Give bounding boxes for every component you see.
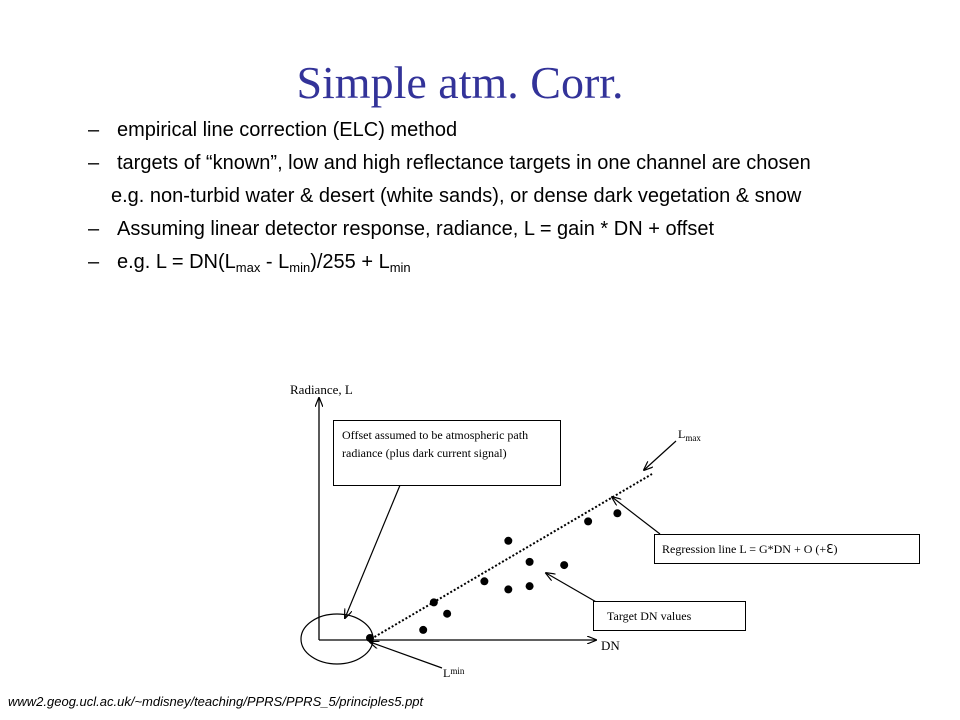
bullet-list: – empirical line correction (ELC) method…	[88, 118, 908, 283]
source-url: www2.geog.ucl.ac.uk/~mdisney/teaching/PP…	[8, 694, 424, 709]
target-point	[480, 577, 489, 586]
target-point	[429, 598, 438, 607]
lmin-pointer-arrow	[370, 642, 443, 669]
offset-pointer-arrow	[345, 477, 404, 618]
target-pointer-arrow	[546, 573, 599, 604]
bullet-dash: –	[88, 218, 100, 240]
lmax-pointer-arrow	[644, 440, 677, 470]
formula-text: e.g. L = DN(Lmax - Lmin)/255 + Lmin	[117, 251, 411, 275]
offset-note-box: Offset assumed to be atmospheric path ra…	[333, 420, 561, 486]
target-point	[613, 509, 622, 518]
bullet-elc: – empirical line correction (ELC) method	[88, 118, 908, 143]
bullet-dash: –	[88, 152, 100, 174]
offset-note-text: Offset assumed to be atmospheric path ra…	[342, 428, 529, 460]
bullet-dash: –	[88, 251, 100, 273]
bullet-text: targets of “known”, low and high reflect…	[117, 152, 811, 174]
regression-note-box: Regression line L = G*DN + O (+ℇ)	[654, 534, 920, 564]
regression-note-text: Regression line L = G*DN + O (+ℇ)	[662, 542, 838, 556]
lmin-label: Lmin	[443, 666, 465, 680]
target-point	[504, 536, 513, 545]
target-note-box: Target DN values	[593, 601, 746, 631]
x-axis-label: DN	[601, 638, 620, 653]
target-points	[366, 509, 622, 642]
target-point	[560, 561, 569, 570]
target-point	[366, 634, 374, 642]
regression-pointer-arrow	[612, 497, 661, 535]
bullet-text: e.g. non-turbid water & desert (white sa…	[111, 185, 802, 207]
target-note-text: Target DN values	[607, 609, 692, 623]
bullet-linear: – Assuming linear detector response, rad…	[88, 217, 908, 242]
lmax-label: Lmax	[678, 427, 701, 443]
bullet-text: Assuming linear detector response, radia…	[117, 218, 715, 240]
bullet-text: empirical line correction (ELC) method	[117, 119, 458, 141]
bullet-targets: – targets of “known”, low and high refle…	[88, 151, 908, 176]
y-axis-label: Radiance, L	[290, 382, 353, 397]
target-point	[443, 609, 452, 618]
bullet-dash: –	[88, 119, 100, 141]
target-point	[525, 557, 534, 566]
bullet-example: e.g. non-turbid water & desert (white sa…	[88, 184, 908, 209]
target-point	[525, 582, 534, 591]
slide-title: Simple atm. Corr.	[296, 57, 624, 108]
bullet-formula: – e.g. L = DN(Lmax - Lmin)/255 + Lmin	[88, 250, 908, 275]
target-point	[419, 625, 428, 634]
target-point	[504, 585, 513, 594]
intercept-ellipse	[300, 613, 374, 665]
target-point	[584, 517, 593, 526]
